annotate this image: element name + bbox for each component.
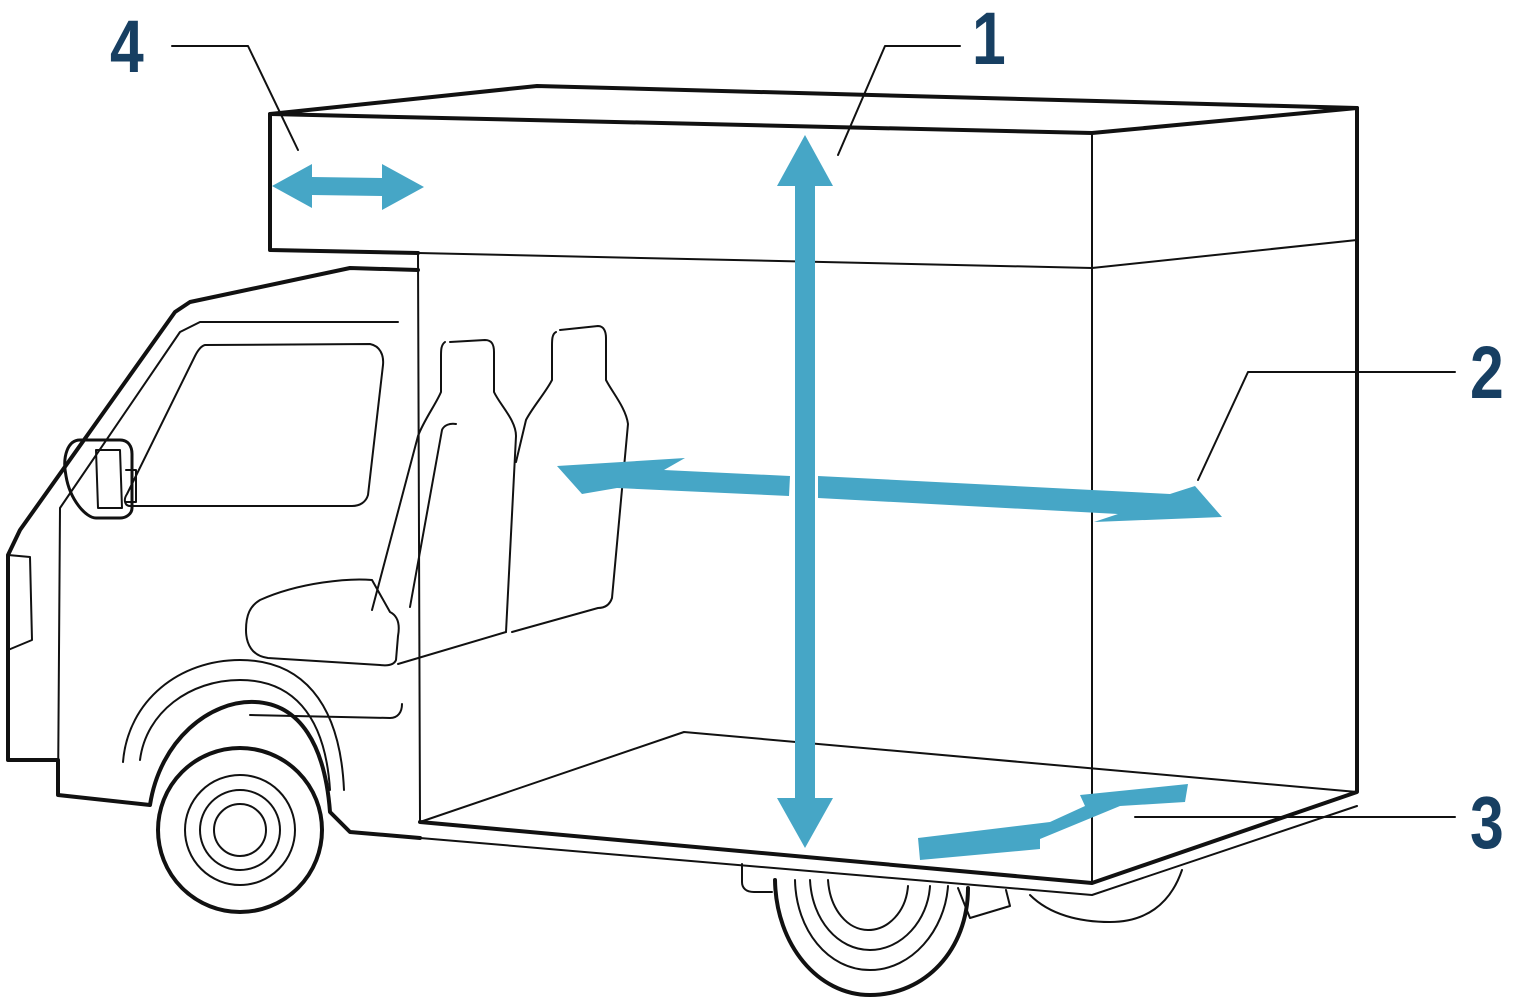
cab [6,266,422,840]
box-band-lower [417,239,1358,269]
leader-line-1 [837,45,961,156]
horizontal-double-arrow-icon [557,458,790,496]
cab-roof-line [57,321,399,796]
box-top-face [268,84,1359,135]
seat-front [245,339,517,667]
callout-number-3: 3 [1470,781,1504,864]
side-mirror-icon [63,438,137,520]
diagonal-double-arrow-icon [918,784,1188,860]
front-wheel [156,746,324,914]
floor-thickness [419,805,1358,896]
callout-number-2: 2 [1470,331,1504,414]
leader-line-2 [1197,371,1456,481]
leader-lines [171,45,1456,818]
cab-door-handle [249,703,403,719]
box-overhang-front [268,112,420,255]
cargo-box [268,84,1359,896]
arrow-width [918,784,1188,860]
arrow-height [777,135,833,848]
callout-number-4: 4 [110,5,144,88]
box-front-vertical [417,252,421,823]
callout-number-1: 1 [972,0,1006,80]
arrow-length [557,458,1222,522]
arrow-overhang [272,164,424,210]
floor-back-edge [419,731,1358,823]
vertical-double-arrow-icon [777,135,833,740]
box-right-edge [418,106,1359,885]
short-double-arrow-icon [272,164,424,210]
cab-front-grille [7,554,33,651]
seat-rear [511,325,629,633]
front-fender-arch [122,659,345,791]
rear-wheel [741,863,1183,997]
front-fender-arch-inner [139,679,331,791]
leader-line-4 [171,45,299,151]
cab-window [123,343,385,507]
